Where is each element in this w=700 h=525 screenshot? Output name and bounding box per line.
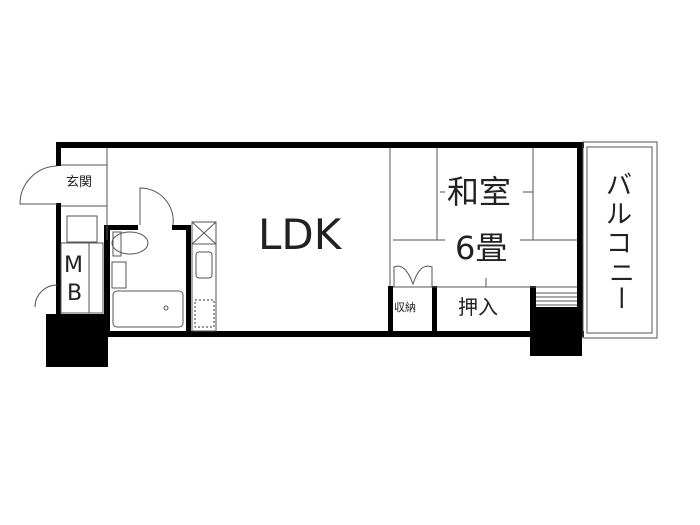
- balcony-char: ー: [604, 285, 635, 311]
- genkan-label: 玄関: [66, 175, 93, 190]
- thin-lines: [19, 141, 658, 339]
- pillar-left: [46, 314, 108, 367]
- balcony-label: バ ル コ ニ ー: [604, 171, 635, 312]
- washitsu-label: 和室: [447, 173, 512, 211]
- mb-label-top: M: [64, 253, 83, 278]
- balcony-char: ニ: [604, 259, 635, 285]
- oshiire-label: 押入: [458, 295, 498, 319]
- balcony-char: コ: [605, 229, 632, 259]
- shuno-label: 収納: [394, 301, 416, 314]
- mb-label-bottom: B: [67, 281, 83, 306]
- balcony-char: バ: [605, 171, 632, 201]
- balcony-char: ル: [605, 200, 632, 230]
- ldk-label: LDK: [258, 210, 342, 259]
- washitsu-size-label: 6畳: [455, 229, 508, 267]
- pillar-right: [530, 307, 582, 356]
- walls: [46, 142, 584, 367]
